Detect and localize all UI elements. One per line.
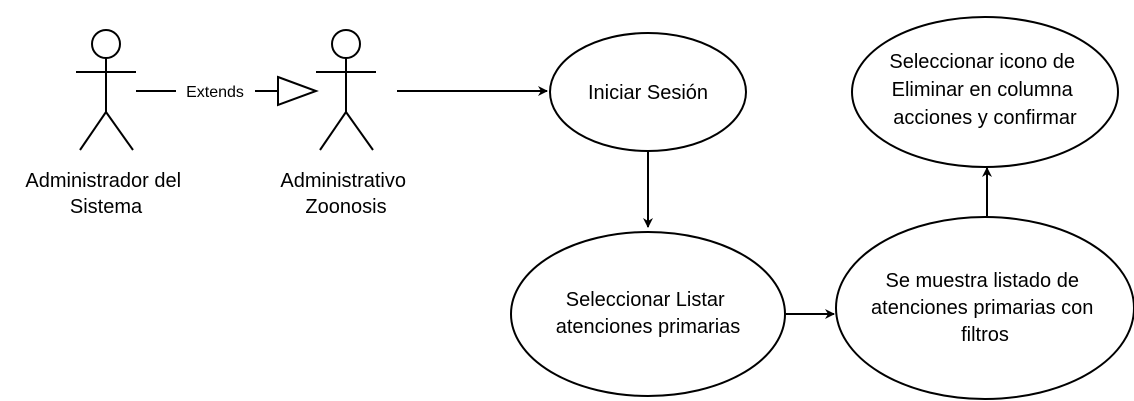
usecase-listado-filtros: Se muestra listado de atenciones primari… <box>835 216 1134 400</box>
usecase-iniciar-sesion: Iniciar Sesión <box>549 32 747 152</box>
usecase-label-line-2: atenciones primarias <box>556 316 741 338</box>
actor-label-line-1: Administrador del <box>25 170 181 192</box>
usecase-label-line-1: Seleccionar icono de <box>889 51 1075 73</box>
actor-head <box>331 29 361 59</box>
usecase-label-line-1: Seleccionar Listar <box>566 289 725 311</box>
generalization-triangle <box>277 75 319 107</box>
usecase-label-line-3: filtros <box>961 324 1009 346</box>
extends-relationship: Extends <box>136 75 319 107</box>
usecase-label-line-2: Eliminar en columna <box>892 79 1074 101</box>
usecase-label: Se muestra listado de atenciones primari… <box>871 270 1099 346</box>
actor-label-line-1: Administrativo <box>280 170 406 192</box>
usecase-ellipse <box>549 32 747 152</box>
usecase-ellipse <box>510 231 786 397</box>
actor-head <box>91 29 121 59</box>
usecase-ellipse <box>835 216 1134 400</box>
usecase-label: Iniciar Sesión <box>588 82 708 104</box>
extends-label: Extends <box>186 84 244 101</box>
actor-left-leg <box>319 111 347 151</box>
usecase-label-line-3: acciones y confirmar <box>893 107 1077 129</box>
usecase-label: Seleccionar icono de Eliminar en columna… <box>889 51 1080 129</box>
actor-administrativo-zoonosis: Administrativo Zoonosis <box>280 29 411 218</box>
actor-label: Administrador del Sistema <box>25 170 186 218</box>
usecase-label-line-1: Iniciar Sesión <box>588 82 708 104</box>
usecase-seleccionar-listar: Seleccionar Listar atenciones primarias <box>510 231 786 397</box>
actor-label-line-2: Zoonosis <box>305 196 386 218</box>
actor-right-leg <box>345 111 374 151</box>
actor-label: Administrativo Zoonosis <box>280 170 411 218</box>
usecase-eliminar: Seleccionar icono de Eliminar en columna… <box>851 16 1119 168</box>
usecase-ellipse <box>851 16 1119 168</box>
actor-label-line-2: Sistema <box>70 196 143 218</box>
usecase-label-line-1: Se muestra listado de <box>886 270 1079 292</box>
usecase-label: Seleccionar Listar atenciones primarias <box>556 289 741 338</box>
usecase-label-line-2: atenciones primarias con <box>871 297 1093 319</box>
actor-left-leg <box>79 111 107 151</box>
actor-administrador-del-sistema: Administrador del Sistema <box>25 29 186 218</box>
actor-right-leg <box>105 111 134 151</box>
